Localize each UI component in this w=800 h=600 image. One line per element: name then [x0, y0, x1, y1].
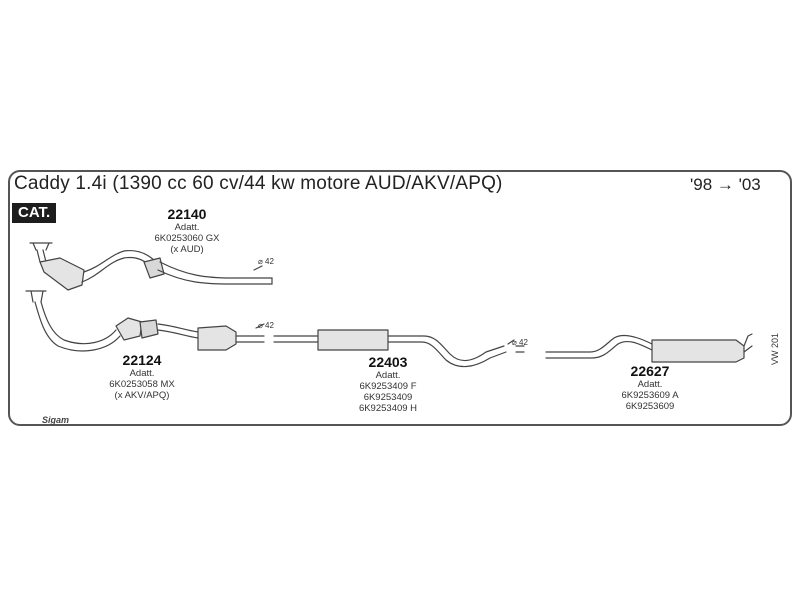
part-code: (x AUD) — [170, 244, 204, 255]
central-silencer-drawing — [317, 329, 525, 368]
cat-badge: CAT. — [12, 203, 57, 223]
part-code: 6K0253060 GX — [154, 233, 220, 244]
rear-silencer-drawing — [545, 333, 753, 363]
upper-front-pipe-drawing — [29, 242, 273, 291]
part-code: 6K0253058 MX — [109, 379, 175, 390]
diameter-label-rear: ⌀ 42 — [512, 338, 528, 347]
part-code: 6K9253609 — [625, 401, 675, 412]
part-adatt: Adatt. — [375, 370, 401, 381]
part-code: 6K9253409 F — [359, 381, 417, 392]
part-number: 22403 — [368, 354, 408, 370]
diameter-label-lower: ⌀ 42 — [258, 321, 274, 330]
part-adatt: Adatt. — [129, 368, 155, 379]
side-code: VW 201 — [770, 332, 780, 365]
part-code: (x AKV/APQ) — [114, 390, 170, 401]
part-adatt: Adatt. — [637, 379, 663, 390]
diameter-label-upper: ⌀ 42 — [258, 257, 274, 266]
diagram-frame — [8, 170, 792, 426]
part-number: 22124 — [122, 352, 162, 368]
part-code: 6K9253609 A — [621, 390, 679, 401]
part-22403: 22403 Adatt. 6K9253409 F 6K9253409 6K925… — [338, 354, 438, 415]
lower-front-pipe-drawing — [25, 290, 319, 352]
part-code: 6K9253409 — [363, 392, 413, 403]
part-number: 22140 — [167, 206, 207, 222]
part-22627: 22627 Adatt. 6K9253609 A 6K9253609 — [600, 363, 700, 413]
model-years: '98 → '03 — [690, 175, 761, 194]
part-number: 22627 — [630, 363, 670, 379]
part-adatt: Adatt. — [174, 222, 200, 233]
brand-logo: Sigam — [42, 415, 70, 425]
part-code: 6K9253409 H — [358, 403, 418, 414]
diagram-title: Caddy 1.4i (1390 cc 60 cv/44 kw motore A… — [14, 173, 503, 194]
part-22140: 22140 Adatt. 6K0253060 GX (x AUD) — [142, 206, 232, 256]
part-22124: 22124 Adatt. 6K0253058 MX (x AKV/APQ) — [92, 352, 192, 402]
